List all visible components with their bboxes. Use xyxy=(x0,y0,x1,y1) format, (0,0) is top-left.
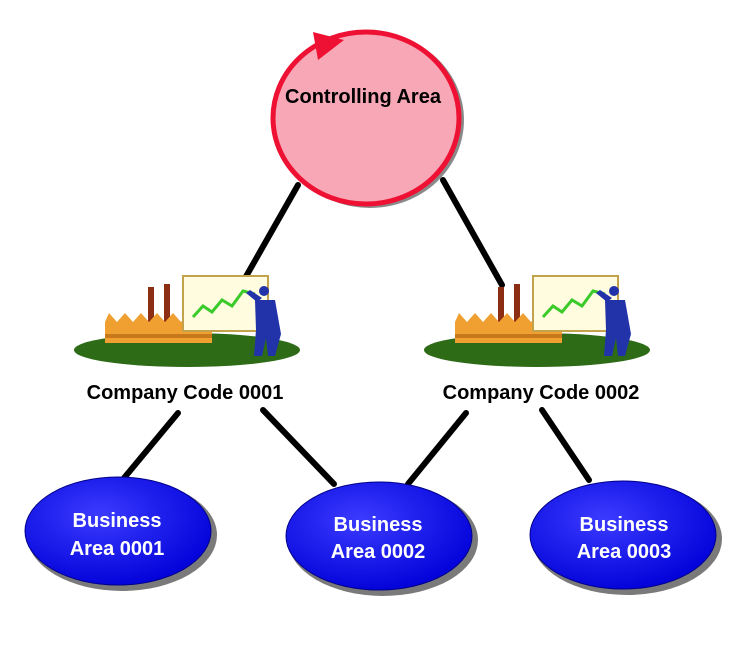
business-area-label-line2: Area 0001 xyxy=(70,538,165,560)
business-area-ellipse xyxy=(529,480,717,590)
company-code-label-0001: Company Code 0001 xyxy=(87,382,284,404)
business-area-label-line1: Business xyxy=(73,510,162,532)
controlling-area-circle xyxy=(270,29,462,207)
connector-cc1-to-ba1 xyxy=(121,410,181,481)
connector-lines xyxy=(121,177,592,487)
business-area-ellipse xyxy=(24,476,212,586)
business-area-label-line1: Business xyxy=(580,514,669,536)
controlling-area-node: Controlling Area xyxy=(270,29,464,208)
presenter-person-icon xyxy=(596,286,631,356)
company-code-label-0002: Company Code 0002 xyxy=(443,382,640,404)
business-area-label-line2: Area 0003 xyxy=(577,541,672,563)
business-area-label-line2: Area 0002 xyxy=(331,541,426,563)
business-area-node-0002: Business Area 0002 xyxy=(285,481,478,596)
controlling-area-label: Controlling Area xyxy=(285,86,442,108)
company-code-node-0002: Company Code 0002 xyxy=(424,275,650,404)
connector-controlling-to-cc1 xyxy=(241,182,301,283)
connector-cc1-to-ba2 xyxy=(260,407,337,487)
connector-cc2-to-ba2 xyxy=(405,410,469,487)
connector-cc2-to-ba3 xyxy=(539,407,592,483)
circular-arrow-head-icon xyxy=(313,32,344,60)
connector-controlling-to-cc2 xyxy=(440,177,505,288)
business-area-ellipse xyxy=(285,481,473,591)
company-code-node-0001: Company Code 0001 xyxy=(74,275,300,404)
business-area-node-0001: Business Area 0001 xyxy=(24,476,217,591)
business-area-label-line1: Business xyxy=(334,514,423,536)
business-area-node-0003: Business Area 0003 xyxy=(529,480,722,595)
presenter-person-icon xyxy=(246,286,281,356)
